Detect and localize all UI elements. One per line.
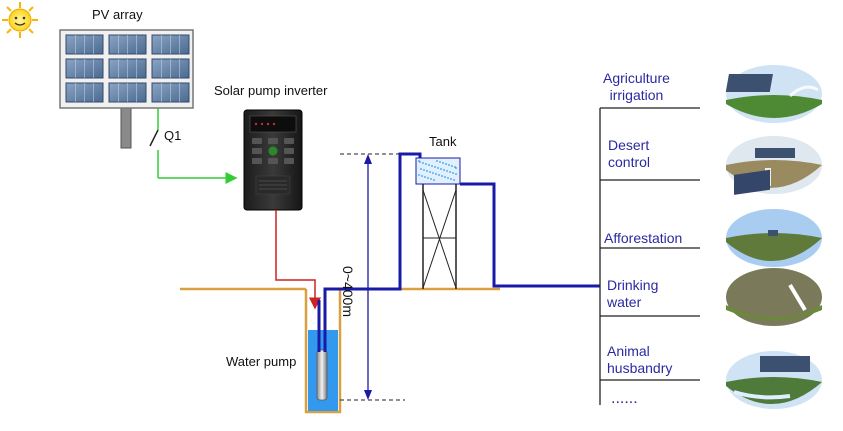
app-drinking-line1: Drinking (607, 277, 659, 293)
water-pump-label: Water pump (226, 354, 297, 369)
app-drinking-line2: water (607, 294, 642, 310)
photo-agriculture (725, 65, 822, 123)
more-applications: ...... (611, 390, 638, 407)
depth-dimension (340, 153, 415, 401)
pipe-to-distribution (460, 182, 600, 288)
pv-array-label: PV array (92, 7, 143, 22)
app-animal-husbandry: Animal husbandry (607, 343, 672, 377)
pv-cells (65, 34, 190, 103)
inverter-label: Solar pump inverter (214, 83, 328, 98)
photo-afforestation (726, 209, 822, 267)
app-desert: Desert control (608, 137, 650, 171)
app-animal-line2: husbandry (607, 360, 673, 376)
tank-label: Tank (429, 134, 457, 149)
ac-wire (275, 210, 321, 310)
water-pump-icon (316, 349, 328, 401)
tank-icon (415, 157, 461, 289)
photo-drinking-water (726, 169, 822, 326)
sun-icon (2, 2, 38, 38)
app-agriculture: Agriculture irrigation (603, 70, 670, 104)
distribution-bus (599, 107, 700, 405)
app-drinking-water: Drinking water (607, 277, 658, 311)
app-afforestation: Afforestation (604, 230, 682, 247)
app-agriculture-line1: Agriculture (603, 70, 670, 86)
pv-array-icon (59, 29, 194, 149)
photo-animal-husbandry (726, 351, 822, 409)
q1-label: Q1 (164, 128, 182, 143)
app-agriculture-line2: irrigation (609, 87, 664, 103)
well-icon (304, 287, 354, 414)
pipe-to-tank (354, 152, 422, 291)
app-desert-line1: Desert (608, 137, 650, 153)
app-afforestation-line1: Afforestation (604, 230, 683, 246)
app-animal-line1: Animal (607, 343, 650, 359)
q1-switch-icon (149, 108, 159, 178)
inverter-icon (243, 109, 303, 211)
depth-label: 0~400m (340, 266, 356, 317)
app-desert-line2: control (608, 154, 651, 170)
